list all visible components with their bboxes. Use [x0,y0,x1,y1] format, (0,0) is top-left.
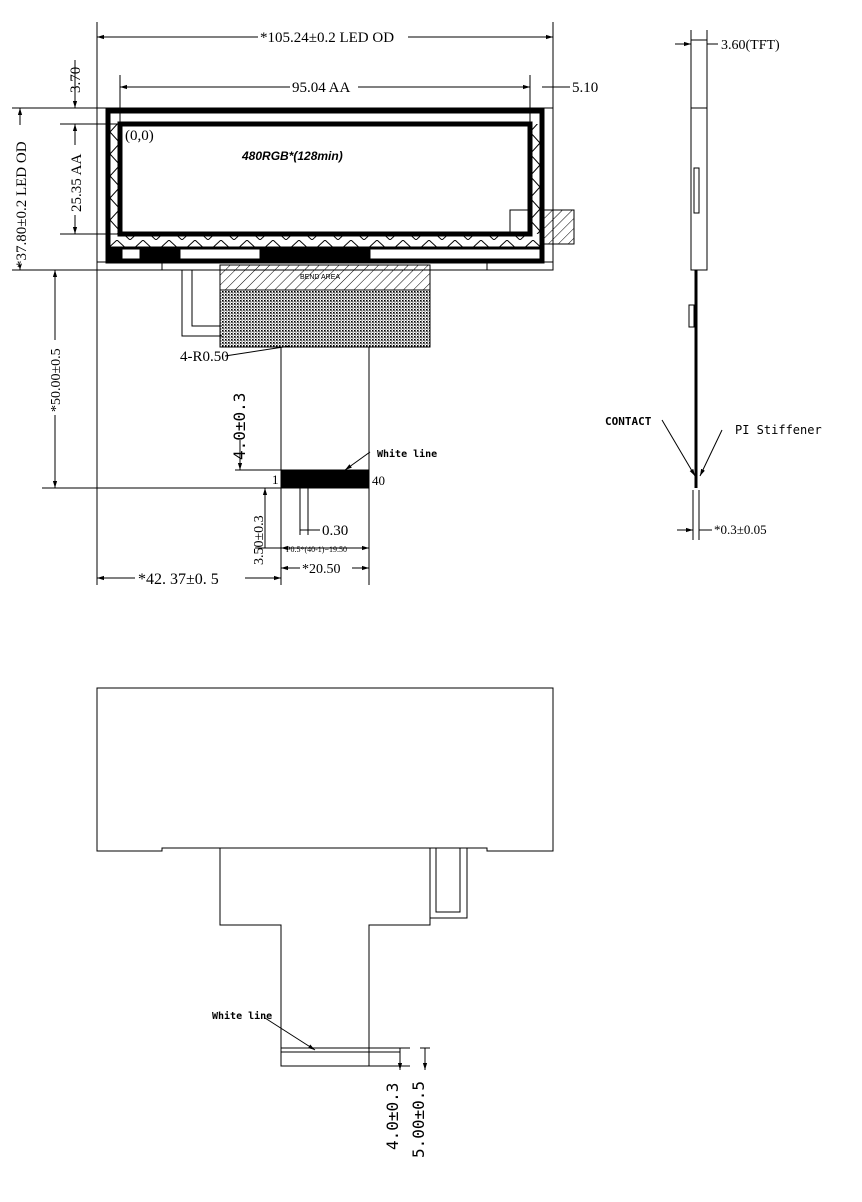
od-height-label: *37.80±0.2 LED OD [14,141,30,268]
thickness-label: 3.60(TFT) [721,38,780,53]
bottom-view [96,687,554,1070]
fpc-width-label: *20.50 [302,562,341,577]
side-view [661,30,723,540]
corner-radius-label: 4-R0.50 [180,349,229,365]
od-width-label: *105.24±0.2 LED OD [260,30,394,46]
side-panel [690,39,708,271]
pin-width-label: 0.30 [322,523,348,539]
dim-b-label: 5.00±0.5 [409,1081,428,1158]
bend-area [219,264,431,291]
stiffener-len-label: 4.0±0.3 [230,393,249,460]
contact-label: CONTACT [605,415,652,428]
panel-frame [105,108,545,264]
fpc-offset-label: *42. 37±0. 5 [138,571,219,588]
dim-a-label: 4.0±0.3 [383,1083,402,1150]
resolution-label: 480RGB*(128min) [241,149,343,163]
pitch-label: P0.5*(40-1)=19.50 [286,545,347,554]
ic-pad [509,209,533,235]
top-view [12,22,575,585]
rear-outline [96,687,554,852]
right-margin-label: 5.10 [572,80,598,96]
white-line-bottom-label: White line [212,1010,272,1022]
aa-height-label: 25.35 AA [69,153,85,212]
pin-first-label: 1 [272,472,279,487]
origin-label: (0,0) [125,128,154,144]
labels: *105.24±0.2 LED OD 95.04 AA 5.10 (0,0) 4… [12,28,822,1158]
fpc-contact-block [280,469,370,489]
contact-len-label: 3.50±0.3 [252,515,267,565]
pin-last-label: 40 [372,473,385,488]
aa-width-label: 95.04 AA [292,80,351,96]
active-area [117,121,533,237]
top-margin-label: 3.70 [68,67,84,93]
fpc-thickness-label: *0.3±0.05 [714,522,767,537]
pi-stiffener-label: PI Stiffener [735,423,822,437]
white-line-label: White line [377,448,437,460]
bend-area-label: BEND AREA [300,274,340,281]
fpc-length-label: *50.00±0.5 [49,348,64,412]
